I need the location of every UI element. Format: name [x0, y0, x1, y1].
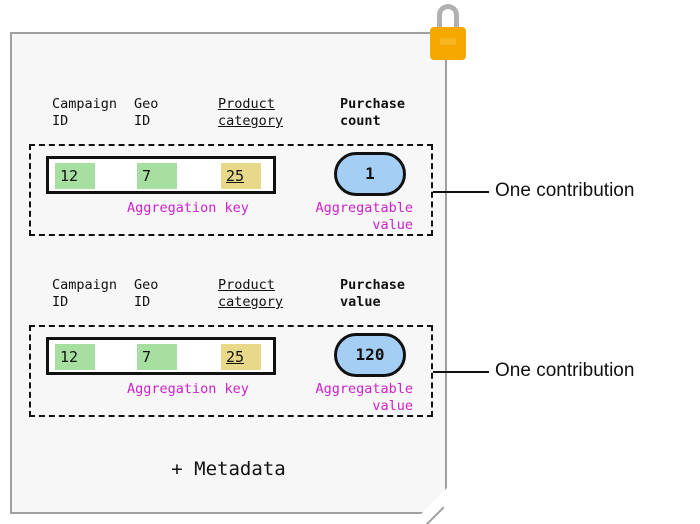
padlock-body: [430, 27, 466, 60]
chip-campaign-id: 12: [55, 163, 95, 189]
annotation-aggregation-key-1: Aggregation key: [127, 200, 249, 216]
padlock-icon: [428, 2, 468, 62]
annotation-aggregatable-value-1: Aggregatable value: [315, 200, 413, 233]
chip-geo-id: 7: [137, 344, 177, 370]
header-product-category: Product category: [218, 96, 284, 129]
callout-connector-1: [433, 191, 489, 193]
header-purchase-count: Purchase count: [340, 96, 406, 129]
column-headers-1: Campaign ID Geo ID Product category Purc…: [29, 96, 433, 144]
annotation-aggregation-key-2: Aggregation key: [127, 381, 249, 397]
contribution-block-1: Campaign ID Geo ID Product category Purc…: [29, 96, 433, 236]
header-geo-id: Geo ID: [134, 277, 159, 310]
header-product-category: Product category: [218, 277, 284, 310]
contribution-outline-2: 12 7 25 120 Aggregation key Aggregatable…: [29, 325, 433, 417]
callout-label-1: One contribution: [495, 180, 635, 201]
annotation-aggregatable-value-2: Aggregatable value: [315, 381, 413, 414]
header-purchase-value: Purchase value: [340, 277, 406, 310]
chip-campaign-id: 12: [55, 344, 95, 370]
contribution-outline-1: 12 7 25 1 Aggregation key Aggregatable v…: [29, 144, 433, 236]
aggregatable-value-pill-1: 1: [334, 152, 406, 196]
aggregation-key-box-2: 12 7 25: [46, 337, 276, 375]
column-headers-2: Campaign ID Geo ID Product category Purc…: [29, 277, 433, 325]
report-page: [10, 32, 447, 514]
header-geo-id: Geo ID: [134, 96, 159, 129]
callout-connector-2: [433, 371, 489, 373]
padlock-keyhole: [440, 38, 456, 45]
header-campaign-id: Campaign ID: [52, 96, 118, 129]
chip-geo-id: 7: [137, 163, 177, 189]
aggregatable-value-pill-2: 120: [334, 333, 406, 377]
chip-product-category: 25: [221, 344, 261, 370]
metadata-label: + Metadata: [171, 458, 286, 480]
aggregation-key-box-1: 12 7 25: [46, 156, 276, 194]
callout-label-2: One contribution: [495, 360, 635, 381]
padlock-shackle: [437, 4, 459, 36]
chip-product-category: 25: [221, 163, 261, 189]
contribution-block-2: Campaign ID Geo ID Product category Purc…: [29, 277, 433, 417]
header-campaign-id: Campaign ID: [52, 277, 118, 310]
